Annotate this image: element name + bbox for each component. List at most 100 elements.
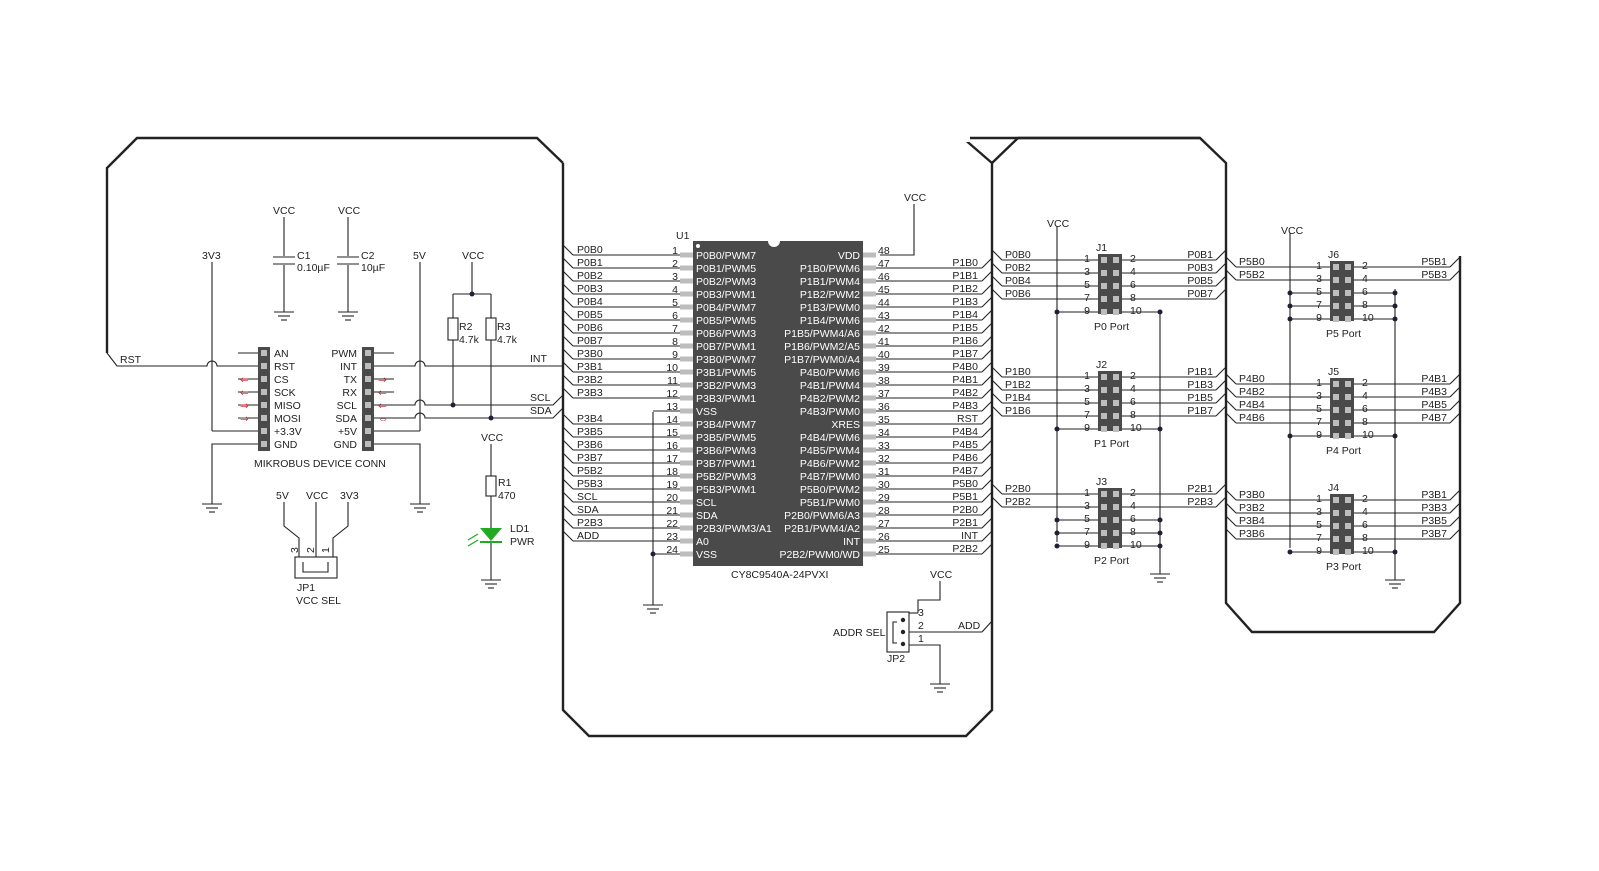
u1-left-net: P3B1 xyxy=(577,361,603,373)
u1-left-net: P3B0 xyxy=(577,348,603,360)
u1-pin-number: 14 xyxy=(666,414,678,426)
jp1-3v3-label: 3V3 xyxy=(340,490,359,502)
mikrobus-pin xyxy=(365,415,371,421)
mikrobus-pin xyxy=(261,428,267,434)
jp1-pin-2: 2 xyxy=(305,547,317,553)
ground-symbol xyxy=(643,604,663,614)
mikrobus-left-label: MOSI xyxy=(274,413,301,425)
u1-pin-name: P5B0/PWM2 xyxy=(800,484,860,496)
r1-value: 470 xyxy=(498,490,516,502)
u1-right-net: P4B5 xyxy=(952,439,978,451)
u1-left-net: P5B3 xyxy=(577,478,603,490)
u1-right-net: P4B7 xyxy=(952,465,978,477)
svg-text:3: 3 xyxy=(1084,266,1090,278)
svg-text:⇔: ⇔ xyxy=(378,413,389,425)
u1-pin xyxy=(863,538,876,544)
mikrobus-pin xyxy=(261,415,267,421)
svg-text:5: 5 xyxy=(1084,396,1090,408)
u1-pin-number: 32 xyxy=(878,453,890,465)
u1-pin-number: 19 xyxy=(666,479,678,491)
u1-pin-number: 4 xyxy=(672,284,678,296)
u1-pin-number: 21 xyxy=(666,505,678,517)
u1-pin-number: 39 xyxy=(878,362,890,374)
u1-pin-name: P4B5/PWM4 xyxy=(800,445,860,457)
u1-pin xyxy=(680,551,693,557)
svg-text:6: 6 xyxy=(1362,286,1368,298)
header-left-net: P1B4 xyxy=(1005,392,1031,404)
region-frames xyxy=(105,130,1462,738)
header-port-label: P2 Port xyxy=(1094,555,1129,567)
header-port-label: P0 Port xyxy=(1094,321,1129,333)
mikrobus-left-label: RST xyxy=(274,361,296,373)
u1-pin xyxy=(680,460,693,466)
u1-pin xyxy=(680,421,693,427)
u1-pin-name: A0 xyxy=(696,536,709,548)
u1-pin xyxy=(863,434,876,440)
u1-pin-number: 20 xyxy=(666,492,678,504)
c2-ref: C2 xyxy=(361,250,375,262)
u1-right-net: P4B3 xyxy=(952,400,978,412)
u1-pin-number: 26 xyxy=(878,531,890,543)
mikrobus-left-label: AN xyxy=(274,348,289,360)
u1-pin-number: 34 xyxy=(878,427,890,439)
u1-pin xyxy=(680,278,693,284)
r1-body xyxy=(485,475,497,497)
mikrobus-right-label: +5V xyxy=(338,426,357,438)
u1-pin xyxy=(680,356,693,362)
u1-vcc-label: VCC xyxy=(904,192,927,204)
header-left-net: P4B2 xyxy=(1239,386,1265,398)
u1-pin-number: 12 xyxy=(666,388,678,400)
u1-right-net: P2B1 xyxy=(952,517,978,529)
c1-vcc-label: VCC xyxy=(273,205,296,217)
header-vcc-label: VCC xyxy=(1281,225,1304,237)
rst-net-label: RST xyxy=(120,354,142,366)
u1-pin xyxy=(680,343,693,349)
svg-text:⇐: ⇐ xyxy=(378,387,387,399)
u1-pin-name: P4B2/PWM2 xyxy=(800,393,860,405)
header-right-net: P4B3 xyxy=(1421,386,1447,398)
header-right-net: P0B7 xyxy=(1187,288,1213,300)
u1-pin-number: 42 xyxy=(878,323,890,335)
header-right-net: P1B7 xyxy=(1187,405,1213,417)
ground-symbol xyxy=(481,579,501,589)
mikrobus-left-label: CS xyxy=(274,374,289,386)
svg-text:1: 1 xyxy=(1084,253,1090,265)
svg-text:8: 8 xyxy=(1130,526,1136,538)
u1-pin xyxy=(680,434,693,440)
u1-left-net: P3B6 xyxy=(577,439,603,451)
u1-pin-name: P3B0/PWM7 xyxy=(696,354,756,366)
u1-pin xyxy=(863,473,876,479)
u1-pin-name: P4B1/PWM4 xyxy=(800,380,860,392)
u1-pin-number: 43 xyxy=(878,310,890,322)
u1-pin-name: P5B3/PWM1 xyxy=(696,484,756,496)
u1-pin-name: P4B0/PWM6 xyxy=(800,367,860,379)
u1-pin xyxy=(680,304,693,310)
u1-pin-name: P3B2/PWM3 xyxy=(696,380,756,392)
svg-text:4: 4 xyxy=(1130,500,1136,512)
u1-pin-name: P1B7/PWM0/A4 xyxy=(784,354,860,366)
signal-arrows-right: ⇒ ⇐ ⇐ ⇔ xyxy=(378,374,389,425)
svg-text:10: 10 xyxy=(1362,429,1374,441)
svg-text:10: 10 xyxy=(1362,545,1374,557)
header-left-net: P4B0 xyxy=(1239,373,1265,385)
u1-pin xyxy=(863,356,876,362)
ground-symbol xyxy=(1150,573,1170,583)
r3-body xyxy=(485,317,497,341)
header-port-label: P1 Port xyxy=(1094,438,1129,450)
u1-pin-number: 28 xyxy=(878,505,890,517)
mikrobus-title: MIKROBUS DEVICE CONN xyxy=(254,458,386,470)
u1-pin xyxy=(680,291,693,297)
svg-text:3: 3 xyxy=(1316,390,1322,402)
u1-right-net: P5B0 xyxy=(952,478,978,490)
u1-pin-name: P1B3/PWM0 xyxy=(800,302,860,314)
jp1-vcc-label: VCC xyxy=(306,490,329,502)
u1-pin-number: 25 xyxy=(878,544,890,556)
u1-pin xyxy=(863,369,876,375)
jp1-pin-3: 3 xyxy=(289,547,301,553)
header-left-net: P2B2 xyxy=(1005,496,1031,508)
svg-text:7: 7 xyxy=(1316,299,1322,311)
u1-right-net: P4B2 xyxy=(952,387,978,399)
